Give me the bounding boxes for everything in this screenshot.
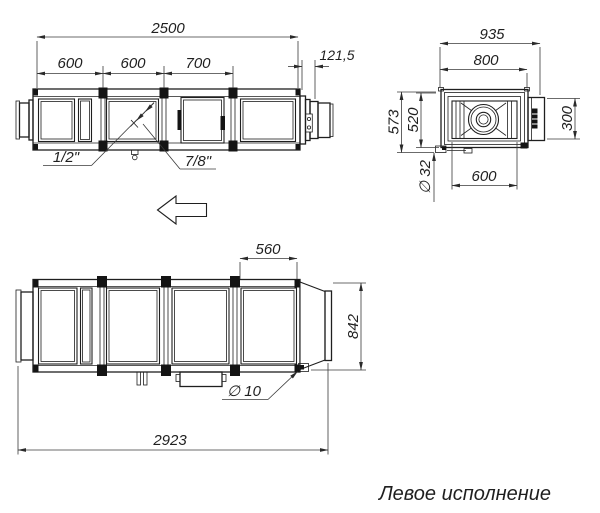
airflow-arrow: [156, 194, 208, 226]
dim-hole-diameter: ∅ 10: [222, 371, 298, 400]
dim-drain-diameter: ∅ 32: [417, 152, 436, 202]
dim-overall-length-plan: 2923: [17, 363, 329, 455]
pipe-label-seven-eighth-inch: 7/8": [185, 153, 212, 170]
dim-600-inner-label: 600: [471, 168, 497, 185]
dim-700-label: 700: [185, 55, 211, 72]
dim-2500-label: 2500: [150, 20, 185, 37]
section-clamps: [33, 87, 300, 152]
dim-end-inner-width: 600: [451, 142, 518, 190]
dim-last-section: 560: [239, 241, 298, 279]
plan-view: 560 842 2923 ∅ 10: [15, 241, 366, 455]
dim-560-label: 560: [255, 241, 281, 258]
side-view: 1/2" 7/8" 2500 600 600 700: [15, 20, 355, 226]
drawing-caption: Левое исполнение: [377, 483, 551, 505]
fan-inlet: [460, 102, 507, 136]
drain-pipe: [143, 371, 148, 386]
dim-end-casing-width: 800: [439, 52, 528, 88]
drain-fitting: [131, 149, 139, 155]
dim-520-label: 520: [405, 107, 422, 133]
inlet-duct-connector: [15, 99, 34, 141]
door-handle-right: [220, 116, 225, 130]
dim-121-5-label: 121,5: [319, 47, 354, 63]
dim-300-label: 300: [559, 105, 576, 131]
dim-end-overall-height: 573: [386, 91, 436, 154]
door-handle-left: [177, 110, 182, 130]
dim-end-overall-width: 935: [439, 26, 541, 95]
outlet-duct-connector: [299, 95, 334, 145]
end-view: 935 800 573 520 300: [386, 26, 580, 202]
dim-d10-label: ∅ 10: [227, 383, 262, 400]
dim-end-casing-height: 520: [405, 92, 439, 149]
pipe-label-half-inch: 1/2": [53, 149, 80, 166]
dim-flange-length: 121,5: [288, 47, 355, 99]
side-duct: [527, 96, 546, 142]
dim-d32-label: ∅ 32: [417, 159, 434, 194]
dim-sections-side: 600 600 700: [36, 55, 234, 88]
dim-2923-label: 2923: [152, 432, 187, 449]
outlet-transition: [298, 281, 333, 372]
dim-935-label: 935: [479, 26, 505, 43]
dim-plan-depth: 842: [311, 282, 366, 371]
dim-600b-label: 600: [120, 55, 146, 72]
dim-overall-length-side: 2500: [36, 20, 299, 88]
junction-box: [175, 371, 227, 388]
drain-pipe: [136, 371, 141, 386]
plan-section-clamps: [33, 276, 300, 376]
dim-600a-label: 600: [57, 55, 83, 72]
dim-573-label: 573: [386, 109, 403, 135]
dim-842-label: 842: [345, 313, 362, 339]
dim-800-label: 800: [473, 52, 499, 69]
dim-duct-height: 300: [547, 97, 580, 140]
